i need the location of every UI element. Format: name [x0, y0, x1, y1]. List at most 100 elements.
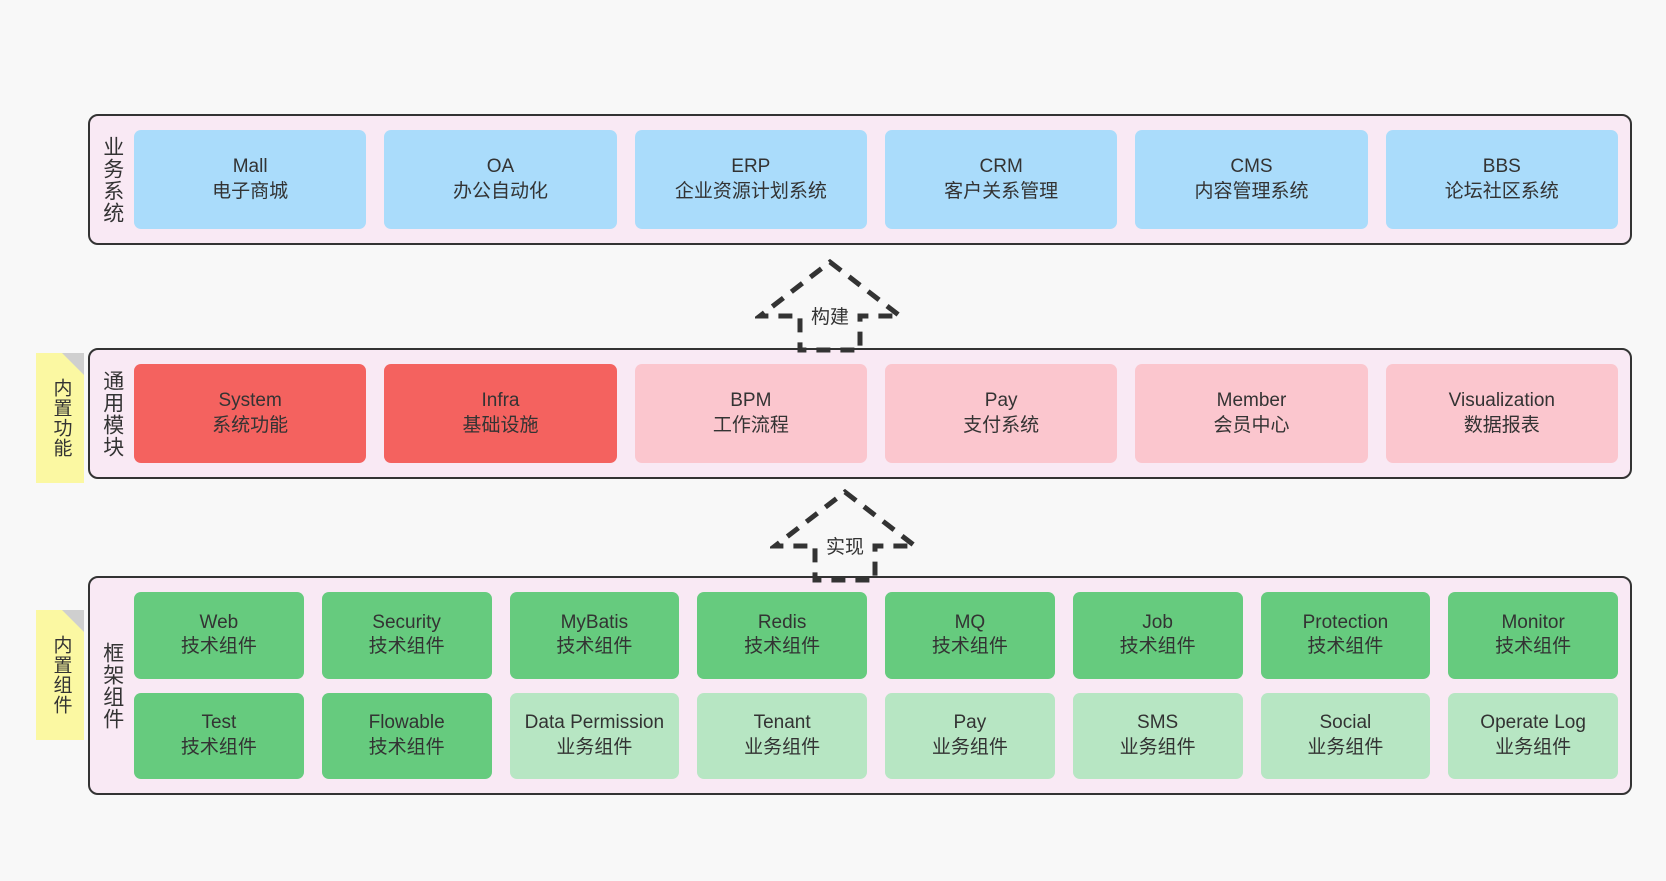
card-title: Member — [1216, 390, 1287, 412]
card-subtitle: 技术组件 — [180, 736, 257, 758]
card-title: Data Permission — [524, 712, 665, 734]
card-title: BPM — [730, 390, 772, 412]
layer-title-common-modules: 通用模块 — [100, 369, 124, 458]
card-subtitle: 业务组件 — [1307, 736, 1384, 758]
card-subtitle: 数据报表 — [1463, 414, 1540, 436]
layer-title-business-systems: 业务系统 — [100, 135, 124, 224]
card-subtitle: 办公自动化 — [452, 180, 548, 202]
card-subtitle: 会员中心 — [1213, 414, 1290, 436]
card-subtitle: 工作流程 — [712, 414, 789, 436]
card-title: CRM — [979, 156, 1023, 178]
card-title: System — [218, 390, 282, 412]
arrow-build-icon: 构建 — [755, 258, 905, 354]
card-title: Mall — [232, 156, 268, 178]
card-title: MQ — [954, 611, 986, 633]
card-title: Flowable — [368, 712, 445, 734]
card-title: Security — [372, 611, 441, 633]
card-protection[interactable]: Protection 技术组件 — [1260, 592, 1431, 679]
card-mq[interactable]: MQ 技术组件 — [885, 592, 1055, 679]
card-title: Redis — [757, 611, 807, 633]
card-subtitle: 业务组件 — [744, 736, 821, 758]
card-subtitle: 业务组件 — [1119, 736, 1196, 758]
page-fold-icon — [62, 610, 84, 632]
card-monitor[interactable]: Monitor 技术组件 — [1448, 592, 1618, 679]
card-title: Tenant — [753, 712, 811, 734]
card-title: Infra — [481, 390, 520, 412]
card-title: SMS — [1137, 712, 1179, 734]
card-title: CMS — [1230, 156, 1273, 178]
card-title: ERP — [731, 156, 771, 178]
sticky-note-label: 内置功能 — [50, 378, 72, 458]
card-subtitle: 技术组件 — [931, 636, 1008, 658]
card-security[interactable]: Security 技术组件 — [321, 592, 492, 679]
card-mybatis[interactable]: MyBatis 技术组件 — [509, 592, 680, 679]
card-subtitle: 企业资源计划系统 — [674, 180, 827, 202]
card-title: Monitor — [1501, 611, 1565, 633]
card-title: Pay — [953, 712, 987, 734]
card-subtitle: 技术组件 — [1307, 636, 1384, 658]
card-title: Pay — [984, 390, 1018, 412]
card-subtitle: 技术组件 — [368, 636, 445, 658]
sticky-note-framework-components: 内置组件 — [36, 610, 84, 740]
card-subtitle: 技术组件 — [1119, 636, 1196, 658]
card-subtitle: 系统功能 — [212, 414, 289, 436]
card-subtitle: 技术组件 — [744, 636, 821, 658]
card-subtitle: 电子商城 — [212, 180, 289, 202]
card-title: Visualization — [1448, 390, 1555, 412]
card-title: Operate Log — [1480, 712, 1586, 734]
card-subtitle: 技术组件 — [180, 636, 257, 658]
card-redis[interactable]: Redis 技术组件 — [697, 592, 867, 679]
sticky-note-common-modules: 内置功能 — [36, 353, 84, 483]
card-title: Job — [1142, 611, 1173, 633]
card-title: MyBatis — [560, 611, 629, 633]
card-subtitle: 基础设施 — [462, 414, 539, 436]
card-title: Social — [1319, 712, 1372, 734]
card-subtitle: 论坛社区系统 — [1444, 180, 1559, 202]
card-title: OA — [486, 156, 515, 178]
card-subtitle: 业务组件 — [556, 736, 633, 758]
card-title: BBS — [1482, 156, 1521, 178]
card-subtitle: 客户关系管理 — [944, 180, 1059, 202]
card-subtitle: 技术组件 — [1495, 636, 1572, 658]
page-fold-icon — [62, 353, 84, 375]
card-subtitle: 技术组件 — [556, 636, 633, 658]
card-job[interactable]: Job 技术组件 — [1072, 592, 1243, 679]
card-title: Protection — [1302, 611, 1389, 633]
card-subtitle: 业务组件 — [1495, 736, 1572, 758]
card-subtitle: 内容管理系统 — [1194, 180, 1309, 202]
card-subtitle: 支付系统 — [963, 414, 1040, 436]
sticky-note-label: 内置组件 — [50, 635, 72, 715]
card-title: Test — [201, 712, 237, 734]
